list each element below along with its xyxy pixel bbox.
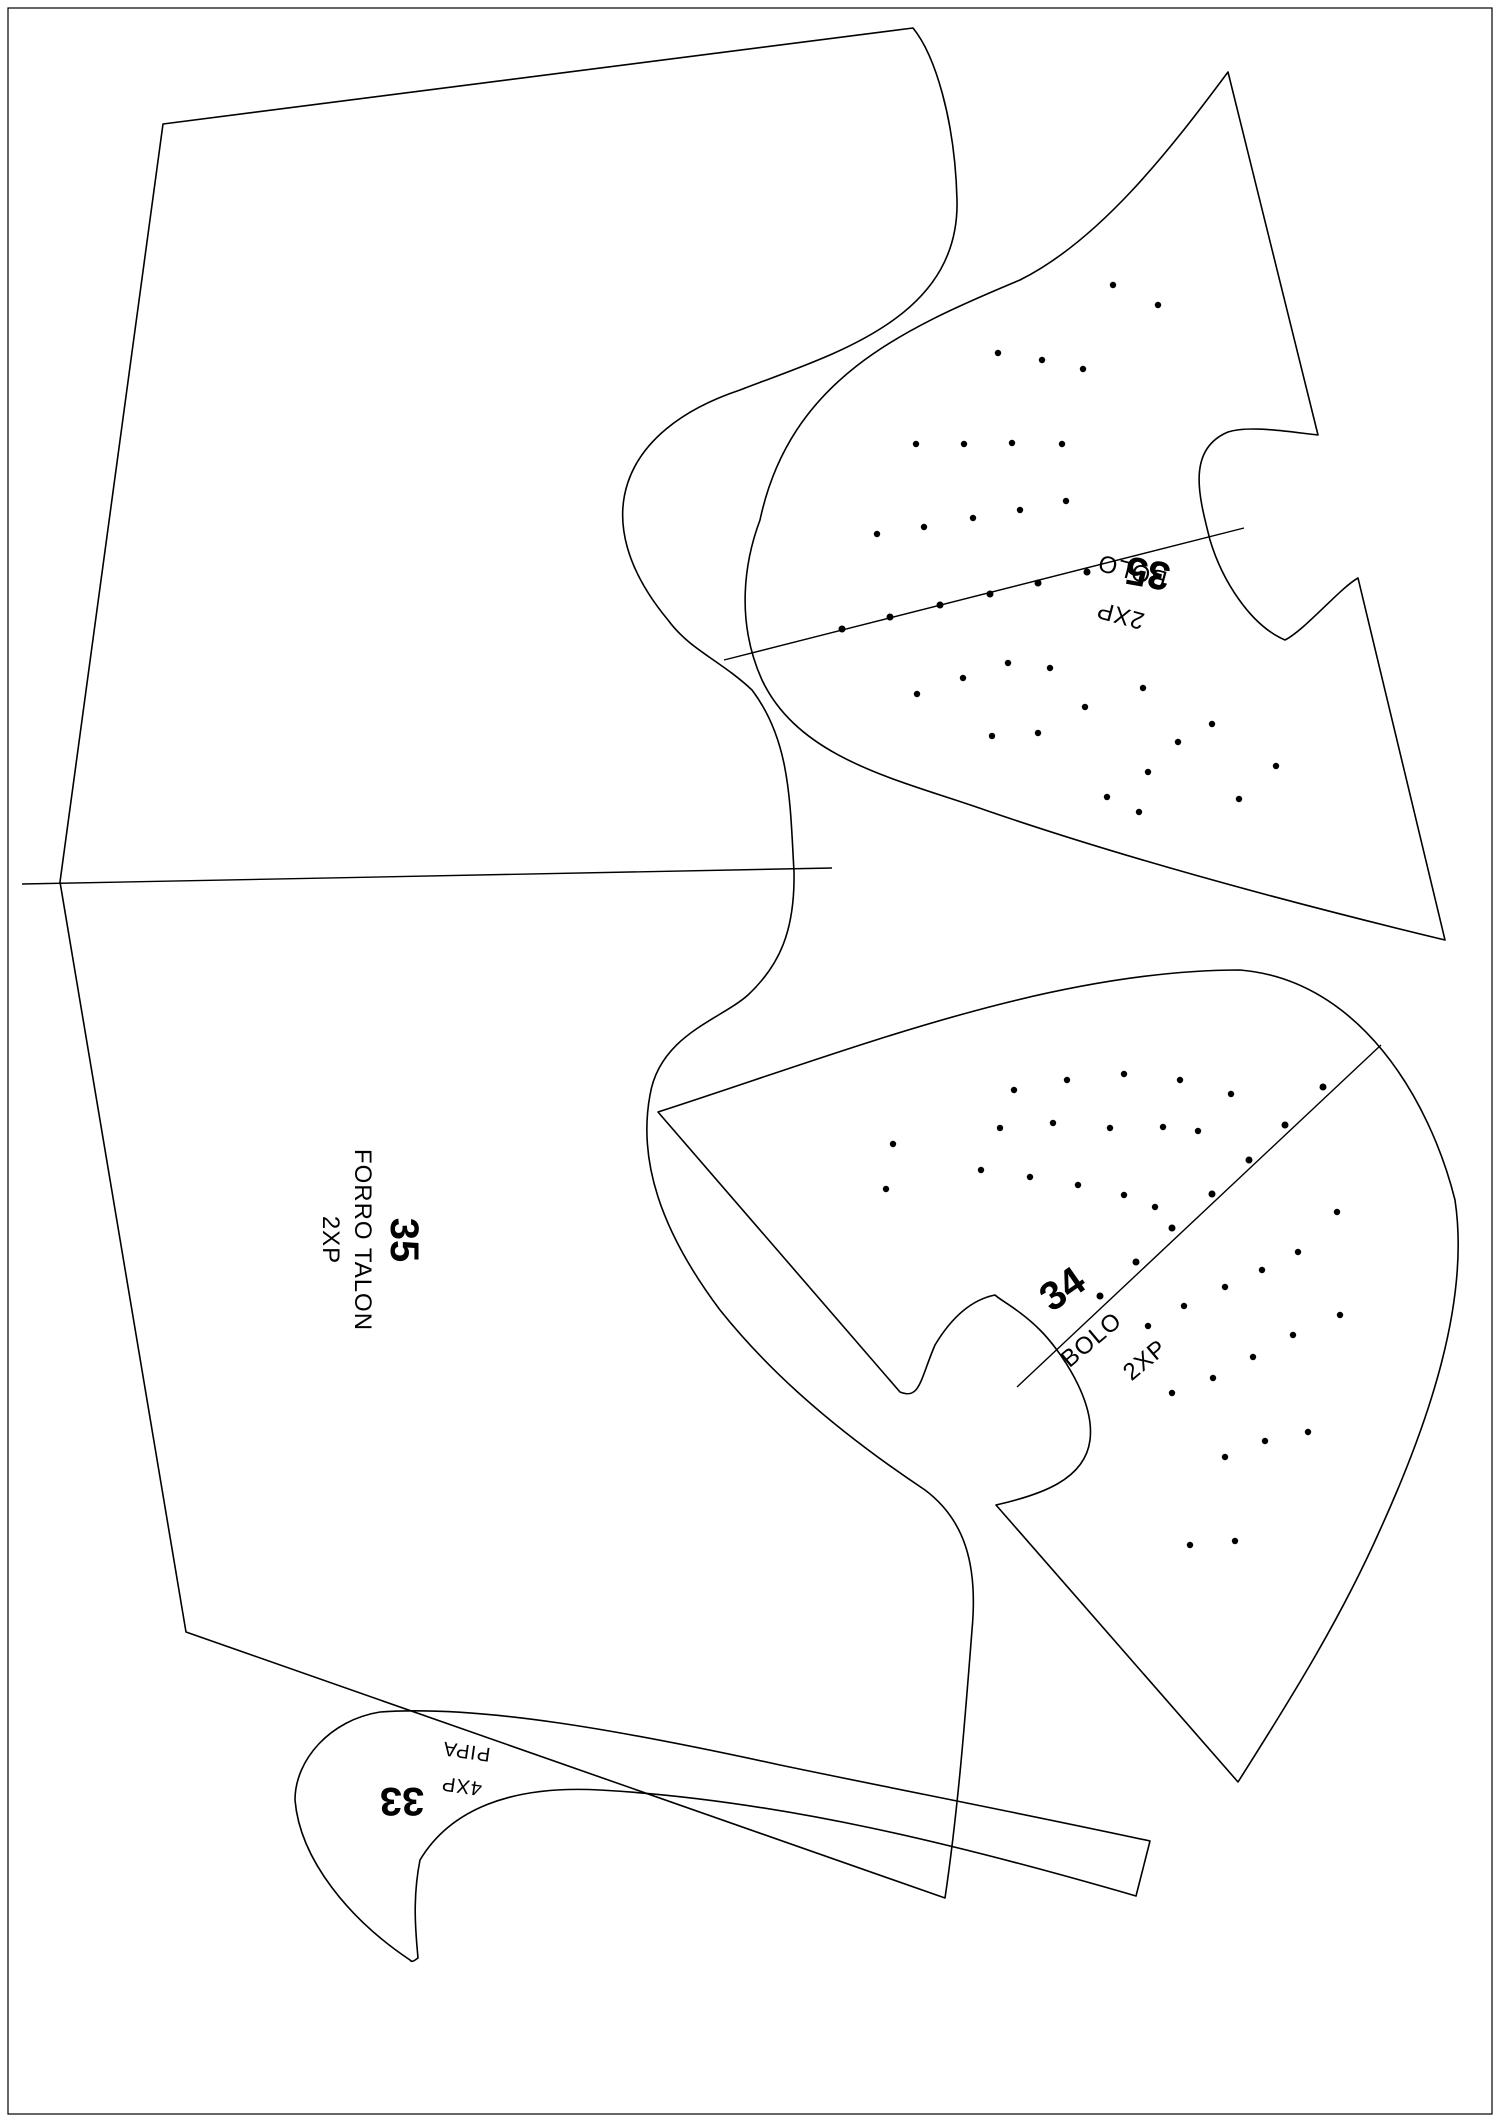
- pipa-name: PIPA: [441, 1737, 492, 1765]
- forro-talon-outline: [59, 27, 975, 1899]
- piece-pipa: 33 PIPA 4XP: [294, 1710, 1151, 1963]
- forro-talon-quantity: 2XP: [317, 1216, 344, 1264]
- piece-bolo-34: 34 BOLO 2XP: [657, 969, 1459, 1783]
- piece-forro-talon: 35 FORRO TALON 2XP: [21, 27, 975, 1899]
- pipa-quantity: 4XP: [440, 1772, 483, 1799]
- bolo-35-number: 35: [1122, 547, 1173, 598]
- bolo-35-perforations: [838, 281, 1280, 816]
- bolo-34-quantity: 2XP: [1118, 1334, 1172, 1386]
- bolo-34-center-line: [1016, 1044, 1382, 1388]
- bolo-35-outline: [744, 71, 1446, 941]
- bolo-34-number: 34: [1032, 1258, 1094, 1320]
- forro-talon-name: FORRO TALON: [349, 1149, 376, 1331]
- bolo-34-perforations: [882, 1070, 1344, 1549]
- piece-bolo-35: 35 BOLO 2XP: [723, 71, 1446, 941]
- forro-talon-center-line: [21, 867, 833, 885]
- bolo-35-center-line: [723, 527, 1245, 661]
- pipa-number: 33: [380, 1779, 425, 1823]
- page-border: [7, 7, 1493, 2115]
- bolo-34-outline: [657, 969, 1459, 1783]
- forro-talon-number: 35: [382, 1218, 426, 1263]
- bolo-35-quantity: 2XP: [1094, 596, 1148, 635]
- pipa-outline: [294, 1710, 1151, 1963]
